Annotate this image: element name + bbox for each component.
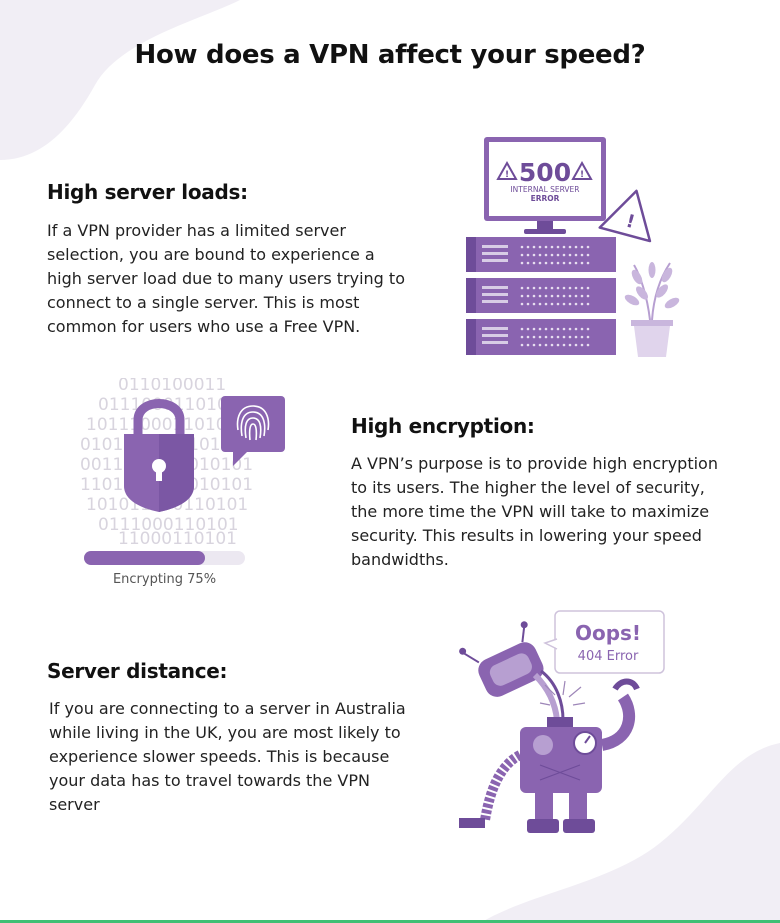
background-blob-bottom-right	[480, 743, 780, 923]
svg-text:!: !	[580, 170, 584, 180]
broken-robot-icon	[459, 621, 640, 833]
svg-text:101110001101010: 101110001101010	[86, 415, 248, 435]
page-title: How does a VPN affect your speed?	[134, 40, 646, 70]
warning-icon: ! !	[496, 160, 593, 180]
encryption-progress-bar	[84, 551, 245, 565]
encryption-illustration: 0110100011 0111000110101 101110001101010…	[80, 378, 285, 546]
paragraph-server-distance: If you are connecting to a server in Aus…	[49, 699, 406, 814]
padlock-icon	[124, 399, 194, 512]
warning-triangle-icon: !	[598, 189, 652, 243]
encryption-progress-fill	[84, 551, 205, 565]
background-blob-top-left	[0, 0, 240, 160]
heading-high-server-loads: High server loads:	[47, 180, 248, 204]
bubble-subtitle-text: 404 Error	[578, 649, 639, 664]
plant-icon	[624, 262, 680, 357]
svg-text:11000110101: 11000110101	[118, 529, 237, 546]
svg-text:0111000110101: 0111000110101	[98, 515, 239, 535]
bottom-accent-line	[0, 920, 780, 923]
heading-high-encryption: High encryption:	[351, 414, 535, 438]
speech-bubble	[543, 610, 665, 674]
paragraph-high-server-loads: If a VPN provider has a limited server s…	[47, 221, 405, 336]
error-line1-text: INTERNAL SERVER	[510, 185, 579, 194]
error-line2-text: ERROR	[531, 194, 560, 203]
error-code-text: 500	[519, 158, 571, 187]
svg-text:!: !	[505, 170, 509, 180]
server-rack-icon	[466, 237, 616, 355]
bubble-title-text: Oops!	[575, 621, 641, 645]
server-error-illustration: ! ! 500 INTERNAL SERVER ERROR !	[466, 137, 680, 357]
paragraph-high-encryption: A VPN’s purpose is to provide high encry…	[351, 454, 718, 569]
heading-server-distance: Server distance:	[47, 659, 228, 683]
fingerprint-icon	[221, 396, 285, 466]
encryption-progress-label: Encrypting 75%	[112, 572, 217, 587]
svg-text:0110100011: 0110100011	[118, 378, 226, 395]
broken-robot-illustration: Oops! 404 Error	[459, 610, 665, 833]
